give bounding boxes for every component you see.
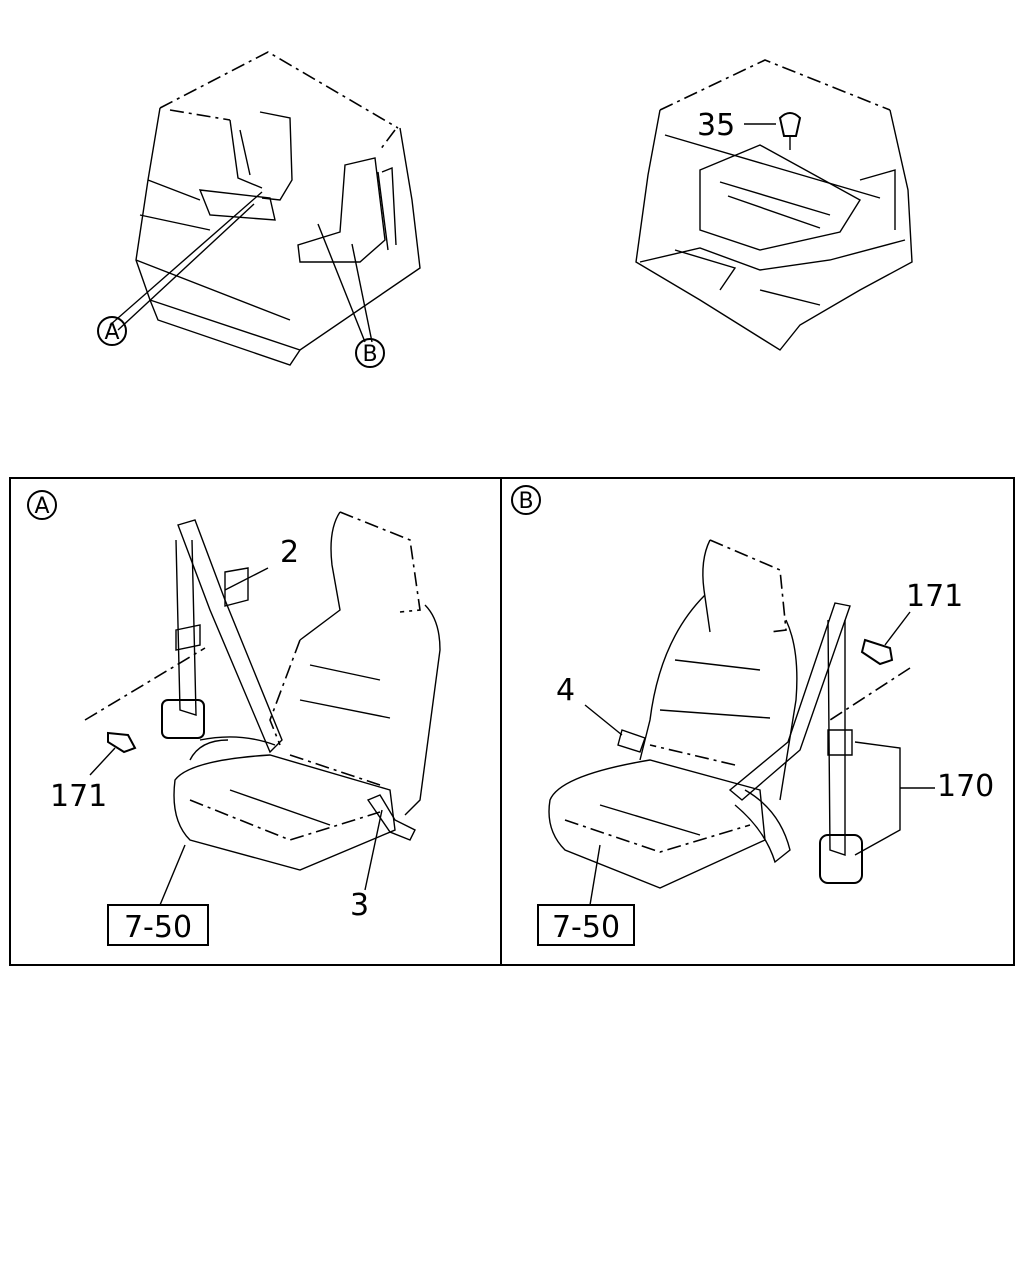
part-35-label: 35	[697, 108, 735, 143]
cab-floor-overview	[635, 59, 913, 351]
panel-a-ref-box-label: 7-50	[124, 910, 192, 945]
panel-b-ref-box-label: 7-50	[552, 910, 620, 945]
panel-b-ref-box[interactable]: 7-50	[537, 904, 635, 946]
panel-a-tag-label: A	[34, 494, 49, 519]
panel-a-part-3-label: 3	[350, 888, 369, 923]
callout-b-label: B	[362, 342, 377, 367]
callout-b-overview: B	[355, 338, 385, 368]
panel-a-seat-drawing	[84, 511, 441, 906]
detail-panels-frame	[9, 477, 1015, 966]
panel-b-tag: B	[511, 485, 541, 515]
panel-a-tag: A	[27, 490, 57, 520]
panel-b-tag-label: B	[518, 489, 533, 514]
panel-b-part-171-label: 171	[906, 579, 963, 614]
cab-overview-seats	[109, 51, 421, 366]
panel-a-part-2-label: 2	[280, 535, 299, 570]
callout-a-overview: A	[97, 316, 127, 346]
panel-b-part-4-label: 4	[556, 673, 575, 708]
panel-b-part-170-label: 170	[937, 769, 994, 804]
panel-a-ref-box[interactable]: 7-50	[107, 904, 209, 946]
panel-b-seat-drawing	[548, 539, 935, 906]
panel-a-part-171-label: 171	[50, 779, 107, 814]
callout-a-label: A	[104, 320, 119, 345]
